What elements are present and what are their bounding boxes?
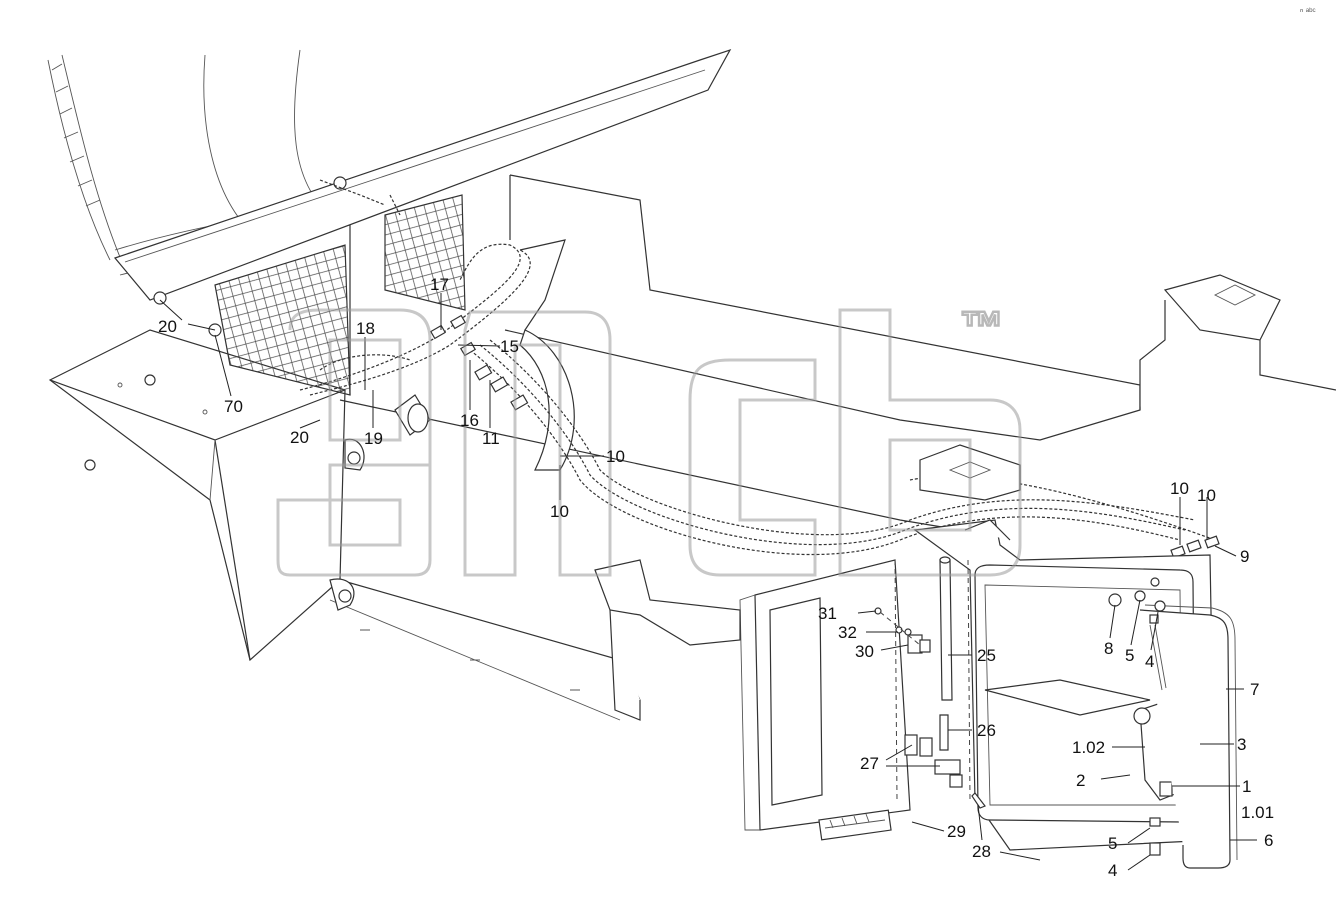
- trademark-symbol: ™: [960, 303, 1004, 352]
- callout-26: 26: [977, 721, 996, 740]
- callout-29: 29: [947, 822, 966, 841]
- callout-31: 31: [818, 604, 837, 623]
- callout-70: 70: [224, 397, 243, 416]
- callout-25: 25: [977, 646, 996, 665]
- callout-1-01: 1.01: [1241, 803, 1274, 822]
- callout-11: 11: [482, 429, 500, 448]
- callout-1-02: 1.02: [1072, 738, 1105, 757]
- callout-10-right-b: 10: [1197, 486, 1216, 505]
- callout-19: 19: [364, 429, 383, 448]
- callout-27: 27: [860, 754, 879, 773]
- callout-28: 28: [972, 842, 991, 861]
- callout-6: 6: [1264, 831, 1273, 850]
- callout-4-upper: 4: [1145, 652, 1154, 671]
- callout-10-right-a: 10: [1170, 479, 1189, 498]
- callout-20-lower: 20: [290, 428, 309, 447]
- callout-5-upper: 5: [1125, 646, 1134, 665]
- callout-4-lower: 4: [1108, 861, 1117, 880]
- callout-32: 32: [838, 623, 857, 642]
- watermark: ™: [276, 302, 1022, 577]
- callout-3: 3: [1237, 735, 1246, 754]
- callout-30: 30: [855, 642, 874, 661]
- corner-mark: ⁿ ᵃᵇᶜ: [1300, 6, 1316, 16]
- callout-9: 9: [1240, 547, 1249, 566]
- callout-2: 2: [1076, 771, 1085, 790]
- callout-8: 8: [1104, 639, 1113, 658]
- callout-20-upper: 20: [158, 317, 177, 336]
- callout-18: 18: [356, 319, 375, 338]
- callout-17: 17: [430, 275, 449, 294]
- callout-10-mid: 10: [606, 447, 625, 466]
- leader-lines: [159, 293, 1257, 871]
- callout-16: 16: [460, 411, 479, 430]
- cab-frame-structure: [47, 48, 1336, 721]
- callout-labels: 20 20 70 18 17 15 16 11 19 10 10 10 10 9…: [158, 275, 1274, 880]
- callout-7: 7: [1250, 680, 1259, 699]
- callout-5-lower: 5: [1108, 834, 1117, 853]
- tank-assembly: [594, 444, 1238, 869]
- callout-10-low: 10: [550, 502, 569, 521]
- callout-15: 15: [500, 337, 519, 356]
- callout-1: 1: [1242, 777, 1251, 796]
